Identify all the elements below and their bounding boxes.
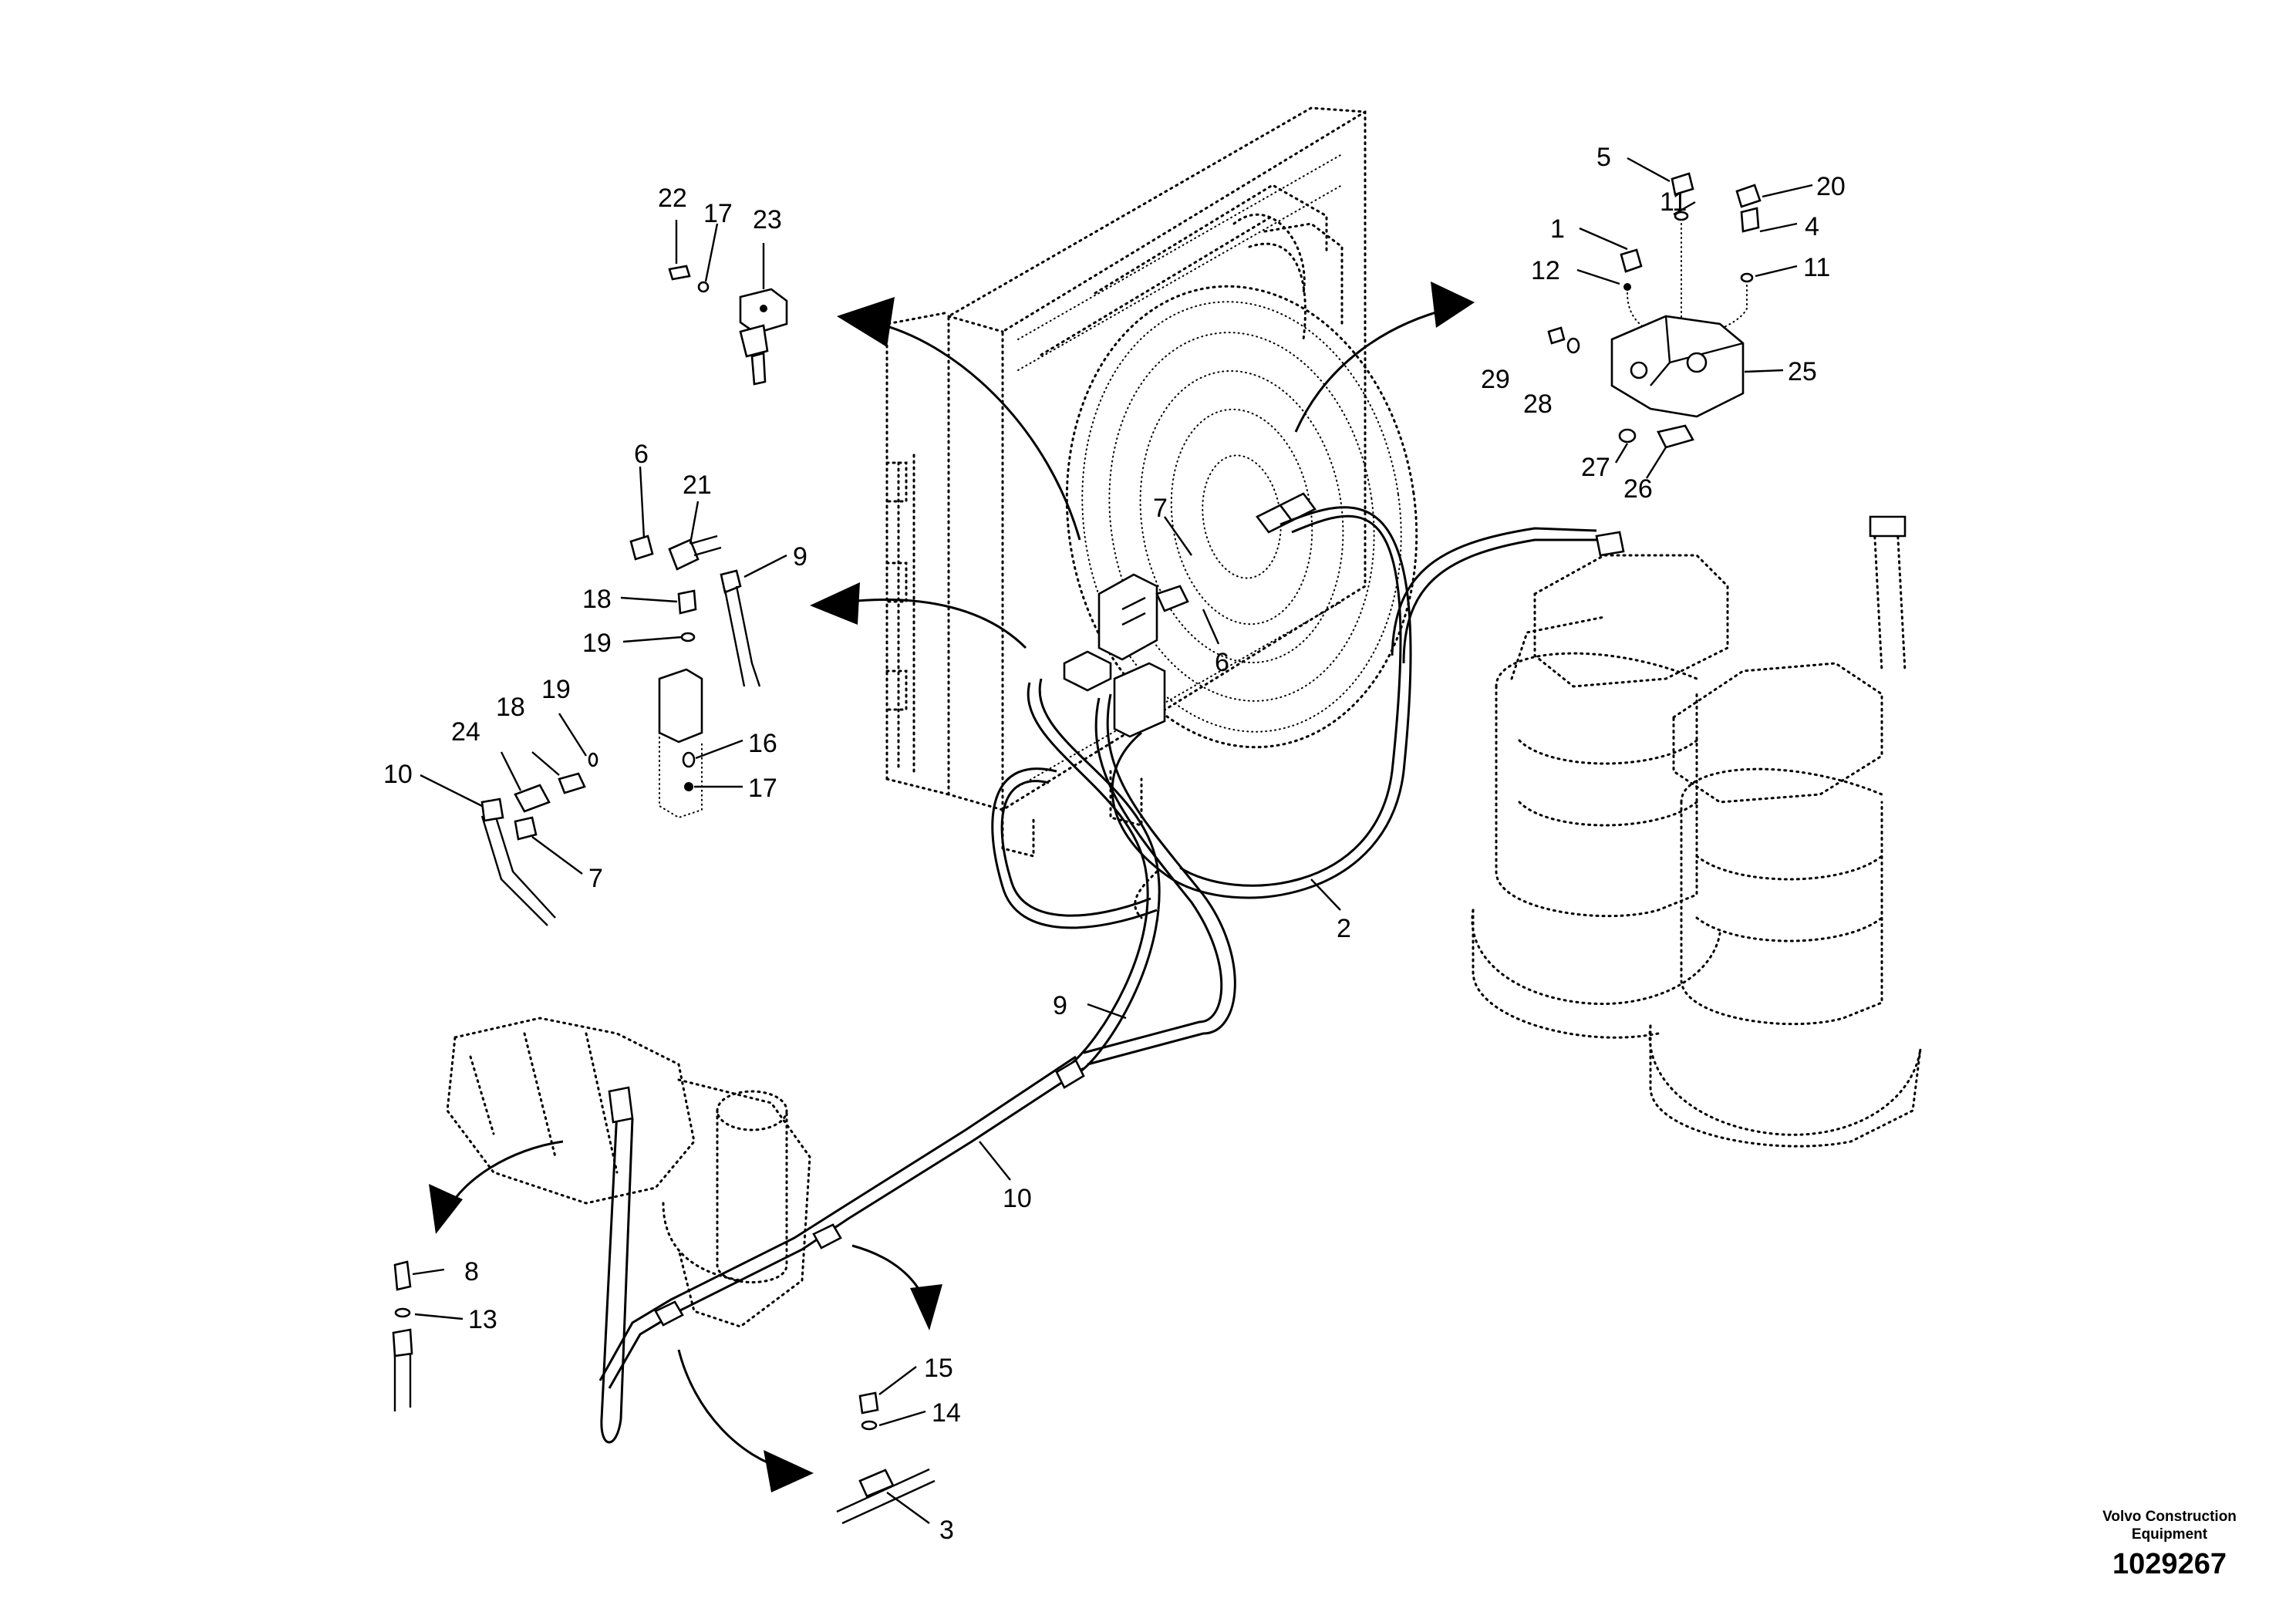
callout-1: 1: [1550, 214, 1565, 244]
detail-left-manifold: [480, 534, 761, 926]
callout-17: 17: [748, 774, 777, 803]
hose-lines: [598, 506, 1597, 1444]
document-number: 1029267: [2112, 1548, 2227, 1580]
callout-10: 10: [1003, 1184, 1032, 1213]
callout-29: 29: [1481, 365, 1510, 394]
swing-motors: [1471, 515, 1922, 1148]
hydraulic-pump: [446, 1017, 811, 1328]
callout-20: 20: [1816, 172, 1846, 201]
callout-11: 11: [1660, 187, 1687, 217]
callout-19: 19: [582, 629, 612, 658]
callout-15: 15: [924, 1354, 953, 1383]
callout-12: 12: [1531, 256, 1560, 285]
callout-27: 27: [1581, 453, 1610, 482]
callout-labels: 22 17 23 5 20 11 1 4 12 11 29 28 25 27 2…: [383, 143, 1846, 1545]
arrow-right-icon: [764, 1450, 814, 1492]
callout-8: 8: [464, 1257, 479, 1286]
callout-23: 23: [753, 205, 782, 234]
callout-18: 18: [496, 693, 525, 722]
callout-6: 6: [1215, 648, 1229, 677]
callout-5: 5: [1596, 143, 1611, 172]
callout-28: 28: [1523, 389, 1553, 419]
callout-19: 19: [541, 675, 571, 704]
detail-pump-fittings: [392, 1260, 936, 1525]
arrow-down-right-icon: [910, 1284, 942, 1330]
arrow-up-right-icon: [1431, 282, 1475, 328]
callout-2: 2: [1337, 914, 1351, 943]
detail-valve-block: [1547, 172, 1762, 449]
callout-24: 24: [451, 717, 480, 747]
callout-22: 22: [658, 184, 687, 213]
arrow-up-left-icon: [837, 297, 895, 347]
callout-7: 7: [588, 864, 603, 893]
callout-17: 17: [703, 199, 733, 228]
callout-6: 6: [634, 440, 649, 469]
company-name: Volvo Construction: [2102, 1509, 2237, 1525]
callout-7: 7: [1153, 494, 1168, 523]
callout-11: 11: [1803, 253, 1830, 282]
callout-10: 10: [383, 760, 413, 789]
detail-solenoid: [668, 265, 788, 386]
callout-16: 16: [748, 729, 777, 758]
callout-14: 14: [932, 1398, 961, 1428]
callout-21: 21: [683, 470, 712, 500]
arrow-down-left-icon: [429, 1184, 463, 1234]
leader-lines: [412, 157, 1813, 1524]
footer: Volvo Construction Equipment 1029267: [2102, 1509, 2237, 1580]
callout-18: 18: [582, 585, 612, 614]
callout-9: 9: [793, 542, 807, 572]
callout-3: 3: [939, 1516, 954, 1545]
explode-arrows: [429, 282, 1475, 1492]
oil-cooler-assembly: [885, 106, 1418, 919]
arrow-left-icon: [810, 582, 860, 625]
callout-25: 25: [1788, 357, 1817, 386]
callout-9: 9: [1053, 991, 1067, 1020]
callout-13: 13: [468, 1305, 497, 1334]
callout-4: 4: [1805, 212, 1819, 241]
company-name-line2: Equipment: [2132, 1526, 2208, 1543]
callout-26: 26: [1623, 474, 1653, 504]
